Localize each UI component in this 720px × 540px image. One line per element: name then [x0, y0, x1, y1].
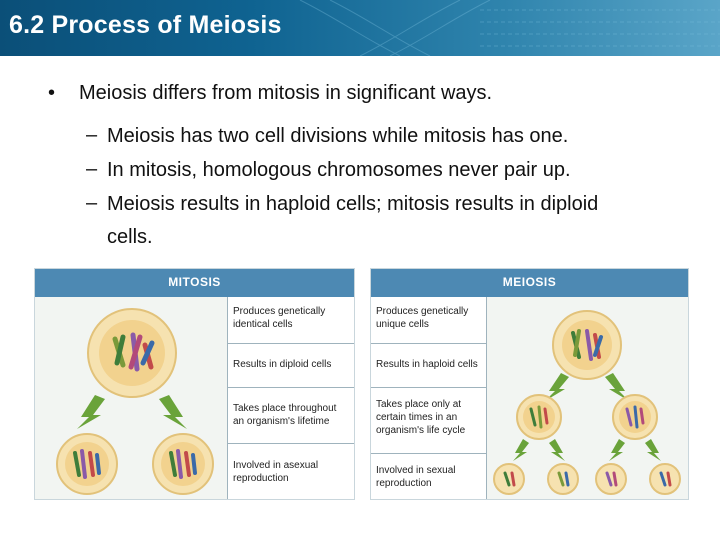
second-division-cell-icon — [612, 394, 658, 440]
table-row: Involved in sexual reproduction — [371, 453, 486, 500]
bullet-text: Meiosis differs from mitosis in signific… — [79, 82, 493, 104]
parent-cell-icon — [552, 310, 622, 380]
fact-text: Involved in sexual reproduction — [376, 465, 456, 489]
sub-bullet-text: Meiosis results in haploid cells; mitosi… — [107, 193, 599, 215]
meiosis-heading: MEIOSIS — [502, 275, 557, 289]
parent-cell-icon — [87, 308, 177, 398]
meiosis-illustration — [487, 297, 688, 499]
table-row: Involved in asexual reproduction — [228, 443, 354, 500]
mitosis-cells-diagram — [56, 308, 214, 495]
mitosis-header-bar: MITOSIS — [35, 269, 354, 297]
fact-text: Takes place only at certain times in an … — [376, 399, 466, 436]
table-row: Produces genetically unique cells — [371, 297, 486, 343]
dash-symbol: – — [86, 192, 98, 214]
fact-text: Produces genetically unique cells — [376, 306, 469, 330]
table-row: Results in haploid cells — [371, 343, 486, 388]
daughter-cell-icon — [56, 433, 118, 495]
arrow-icon — [545, 373, 629, 401]
table-row: Produces genetically identical cells — [228, 297, 354, 343]
arrow-icon — [77, 395, 187, 429]
meiosis-header-bar: MEIOSIS — [371, 269, 688, 297]
fact-text: Takes place throughout an organism's lif… — [233, 403, 337, 427]
fact-text: Produces genetically identical cells — [233, 306, 326, 330]
mitosis-table: MITOSIS — [34, 268, 355, 500]
sub-bullet-text: cells. — [107, 226, 153, 248]
meiosis-facts: Produces genetically unique cells Result… — [371, 297, 487, 499]
slide-header: 6.2 Process of Meiosis — [0, 0, 720, 56]
haploid-cell-icon — [649, 463, 681, 495]
haploid-cell-icon — [493, 463, 525, 495]
bullet-symbol: • — [48, 82, 56, 104]
table-row: Results in diploid cells — [228, 343, 354, 388]
mitosis-heading: MITOSIS — [168, 275, 221, 289]
second-division-cell-icon — [516, 394, 562, 440]
sub-bullet-text: In mitosis, homologous chromosomes never… — [107, 159, 571, 181]
haploid-cell-icon — [547, 463, 579, 495]
slide-title: 6.2 Process of Meiosis — [9, 11, 282, 39]
sub-bullet-text: Meiosis has two cell divisions while mit… — [107, 125, 569, 147]
fact-text: Results in haploid cells — [376, 359, 478, 370]
meiosis-table: MEIOSIS Produces genetically unique cell… — [370, 268, 689, 500]
meiosis-cells-diagram — [493, 310, 681, 495]
dash-symbol: – — [86, 158, 98, 180]
arrow-icon — [513, 439, 661, 461]
dna-helix-background — [299, 0, 720, 56]
table-row: Takes place throughout an organism's lif… — [228, 387, 354, 444]
dash-symbol: – — [86, 124, 98, 146]
mitosis-facts: Produces genetically identical cells Res… — [227, 297, 354, 499]
fact-text: Results in diploid cells — [233, 359, 332, 370]
daughter-cell-icon — [152, 433, 214, 495]
table-row: Takes place only at certain times in an … — [371, 387, 486, 454]
haploid-cell-icon — [595, 463, 627, 495]
mitosis-illustration — [35, 297, 227, 499]
fact-text: Involved in asexual reproduction — [233, 460, 319, 484]
